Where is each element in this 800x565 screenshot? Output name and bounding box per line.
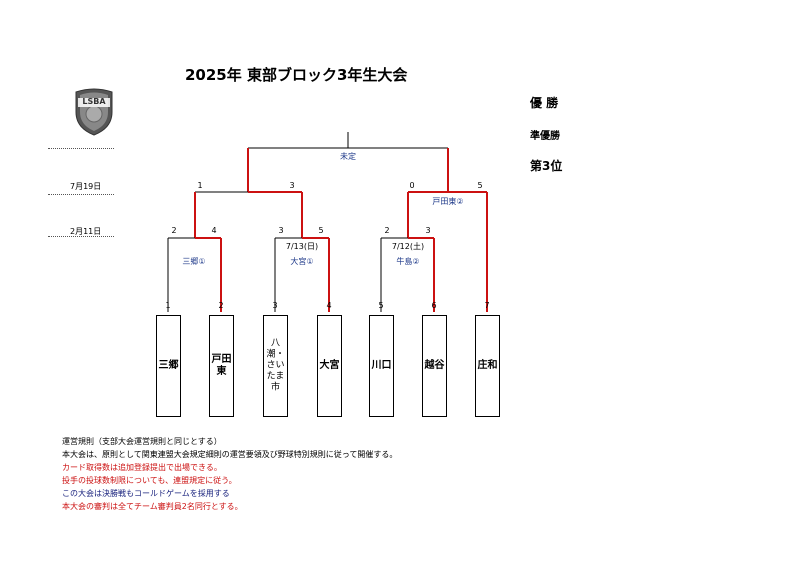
quarter-venue: 大宮① [290,257,314,266]
round-date-quarter: 2月11日 [70,227,102,236]
score: 1 [197,181,203,190]
final-venue: 未定 [340,152,356,161]
score: 5 [318,226,324,235]
team-box: 庄和 [475,315,500,417]
divider [48,236,114,237]
quarter-venue: 牛島② [396,257,420,266]
seed-number: 1 [165,301,171,310]
quarter-venue: 三郷① [182,257,206,266]
team-box: 三郷 [156,315,181,417]
score: 3 [425,226,431,235]
rule-line: カード取得数は追加登録提出で出場できる。 [62,463,222,472]
rule-line: 本大会の審判は全てチーム審判員2名同行とする。 [62,502,243,511]
team-name: 三郷 [158,360,179,371]
score: 3 [289,181,295,190]
score: 5 [477,181,483,190]
team-name: 庄和 [477,360,498,371]
score: 0 [409,181,415,190]
team-box: 八潮・さいたま市 [263,315,288,417]
score: 2 [384,226,390,235]
round-date-semi: 7月19日 [70,182,102,191]
team-box: 戸田東 [209,315,234,417]
divider [48,148,114,149]
seed-number: 6 [431,301,437,310]
logo-text: LSBA [82,97,106,106]
seed-number: 7 [484,301,490,310]
score: 4 [211,226,217,235]
team-name: 戸田東 [211,354,232,377]
team-name: 川口 [371,360,392,371]
team-name: 大宮 [319,360,340,371]
seed-number: 3 [272,301,278,310]
seed-number: 2 [218,301,224,310]
champion-label: 優 勝 [530,96,559,110]
rule-line: 運営規則（支部大会運営規則と同じとする） [62,437,222,446]
semi-venue: 戸田東② [432,197,464,206]
seed-number: 5 [378,301,384,310]
team-box: 越谷 [422,315,447,417]
runner-up-label: 準優勝 [530,131,560,142]
rule-line: 投手の投球数制限についても、連盟規定に従う。 [62,476,237,485]
shield-icon: LSBA [72,86,116,136]
team-name: 越谷 [424,360,445,371]
team-box: 大宮 [317,315,342,417]
team-name: 八潮・さいたま市 [266,338,285,393]
score: 3 [278,226,284,235]
score: 2 [171,226,177,235]
page-title: 2025年 東部ブロック3年生大会 [185,66,408,84]
third-place-label: 第3位 [530,159,563,173]
rule-line: この大会は決勝戦もコールドゲームを採用する [62,489,230,498]
team-box: 川口 [369,315,394,417]
match-date: 7/13(日) [285,242,319,251]
seed-number: 4 [326,301,332,310]
divider [48,194,114,195]
match-date: 7/12(土) [391,242,425,251]
rule-line: 本大会は、原則として関東連盟大会規定細則の運営要領及び野球特別規則に従って開催す… [62,450,398,459]
